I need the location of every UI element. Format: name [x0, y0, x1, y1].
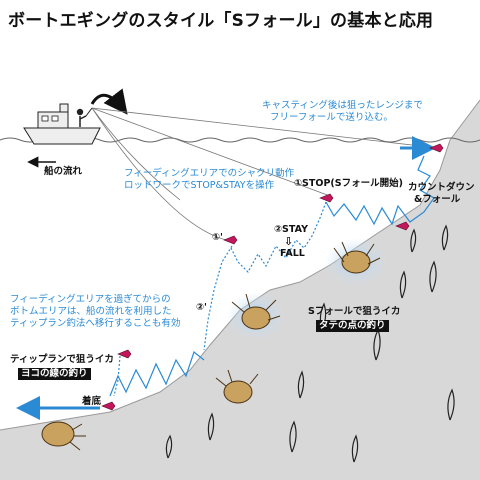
- step-stop-label: ①STOP(Sフォール開始): [294, 178, 403, 189]
- countdown-label-line2: &フォール: [414, 194, 461, 205]
- lure-icon: [101, 401, 116, 411]
- step-stay-label: ②STAY: [274, 224, 308, 235]
- bottom-note-line1: フィーディングエリアを過ぎてからの: [10, 294, 171, 305]
- sfall-callout-sub: タテの点の釣り: [316, 320, 389, 332]
- sfall-callout-title: Sフォールで狙うイカ: [308, 306, 401, 317]
- page-title: ボートエギングのスタイル「Sフォール」の基本と応用: [8, 11, 434, 31]
- feeding-note-line1: フィーディングエリアでのシャクリ動作: [124, 168, 295, 179]
- countdown-label-line1: カウントダウン: [408, 182, 475, 193]
- bottom-note-line3: ティップラン釣法へ移行することも有効: [10, 318, 181, 329]
- casting-note-line2: フリーフォールで送り込む。: [270, 112, 393, 123]
- step-fall-label: FALL: [280, 248, 305, 259]
- tiprun-callout-title: ティップランで狙うイカ: [10, 354, 114, 365]
- jerk-path-lower: [109, 350, 205, 397]
- down-arrow-icon: ⇩: [284, 235, 294, 248]
- tiprun-callout-sub: ヨコの線の釣り: [18, 368, 91, 380]
- boat: [23, 103, 101, 145]
- bottom-touch-label: 着底: [82, 396, 102, 407]
- bottom-note-line2: ボトムエリアは、船の流れを利用した: [10, 306, 172, 317]
- lure-icon: [319, 193, 334, 203]
- current-label: 船の流れ: [44, 166, 83, 177]
- cast-arrow: [90, 88, 128, 115]
- step-one-prime-label: ①': [212, 232, 223, 243]
- squid-icon: [41, 421, 86, 451]
- squid-icon: [231, 293, 281, 330]
- squid-icon: [215, 369, 259, 404]
- casting-note-line1: キャスティング後は狙ったレンジまで: [262, 100, 423, 111]
- lure-icon: [395, 221, 410, 231]
- step-two-prime-label: ②': [196, 302, 207, 313]
- squid-icon: [333, 241, 381, 274]
- lure-icon: [429, 143, 444, 153]
- feeding-note-line2: ロッドワークでSTOP&STAYを操作: [124, 180, 275, 191]
- lure-icon: [117, 349, 132, 359]
- jerk-path-upper: [325, 155, 435, 226]
- lure-icon: [223, 235, 238, 245]
- seabed: [0, 100, 480, 480]
